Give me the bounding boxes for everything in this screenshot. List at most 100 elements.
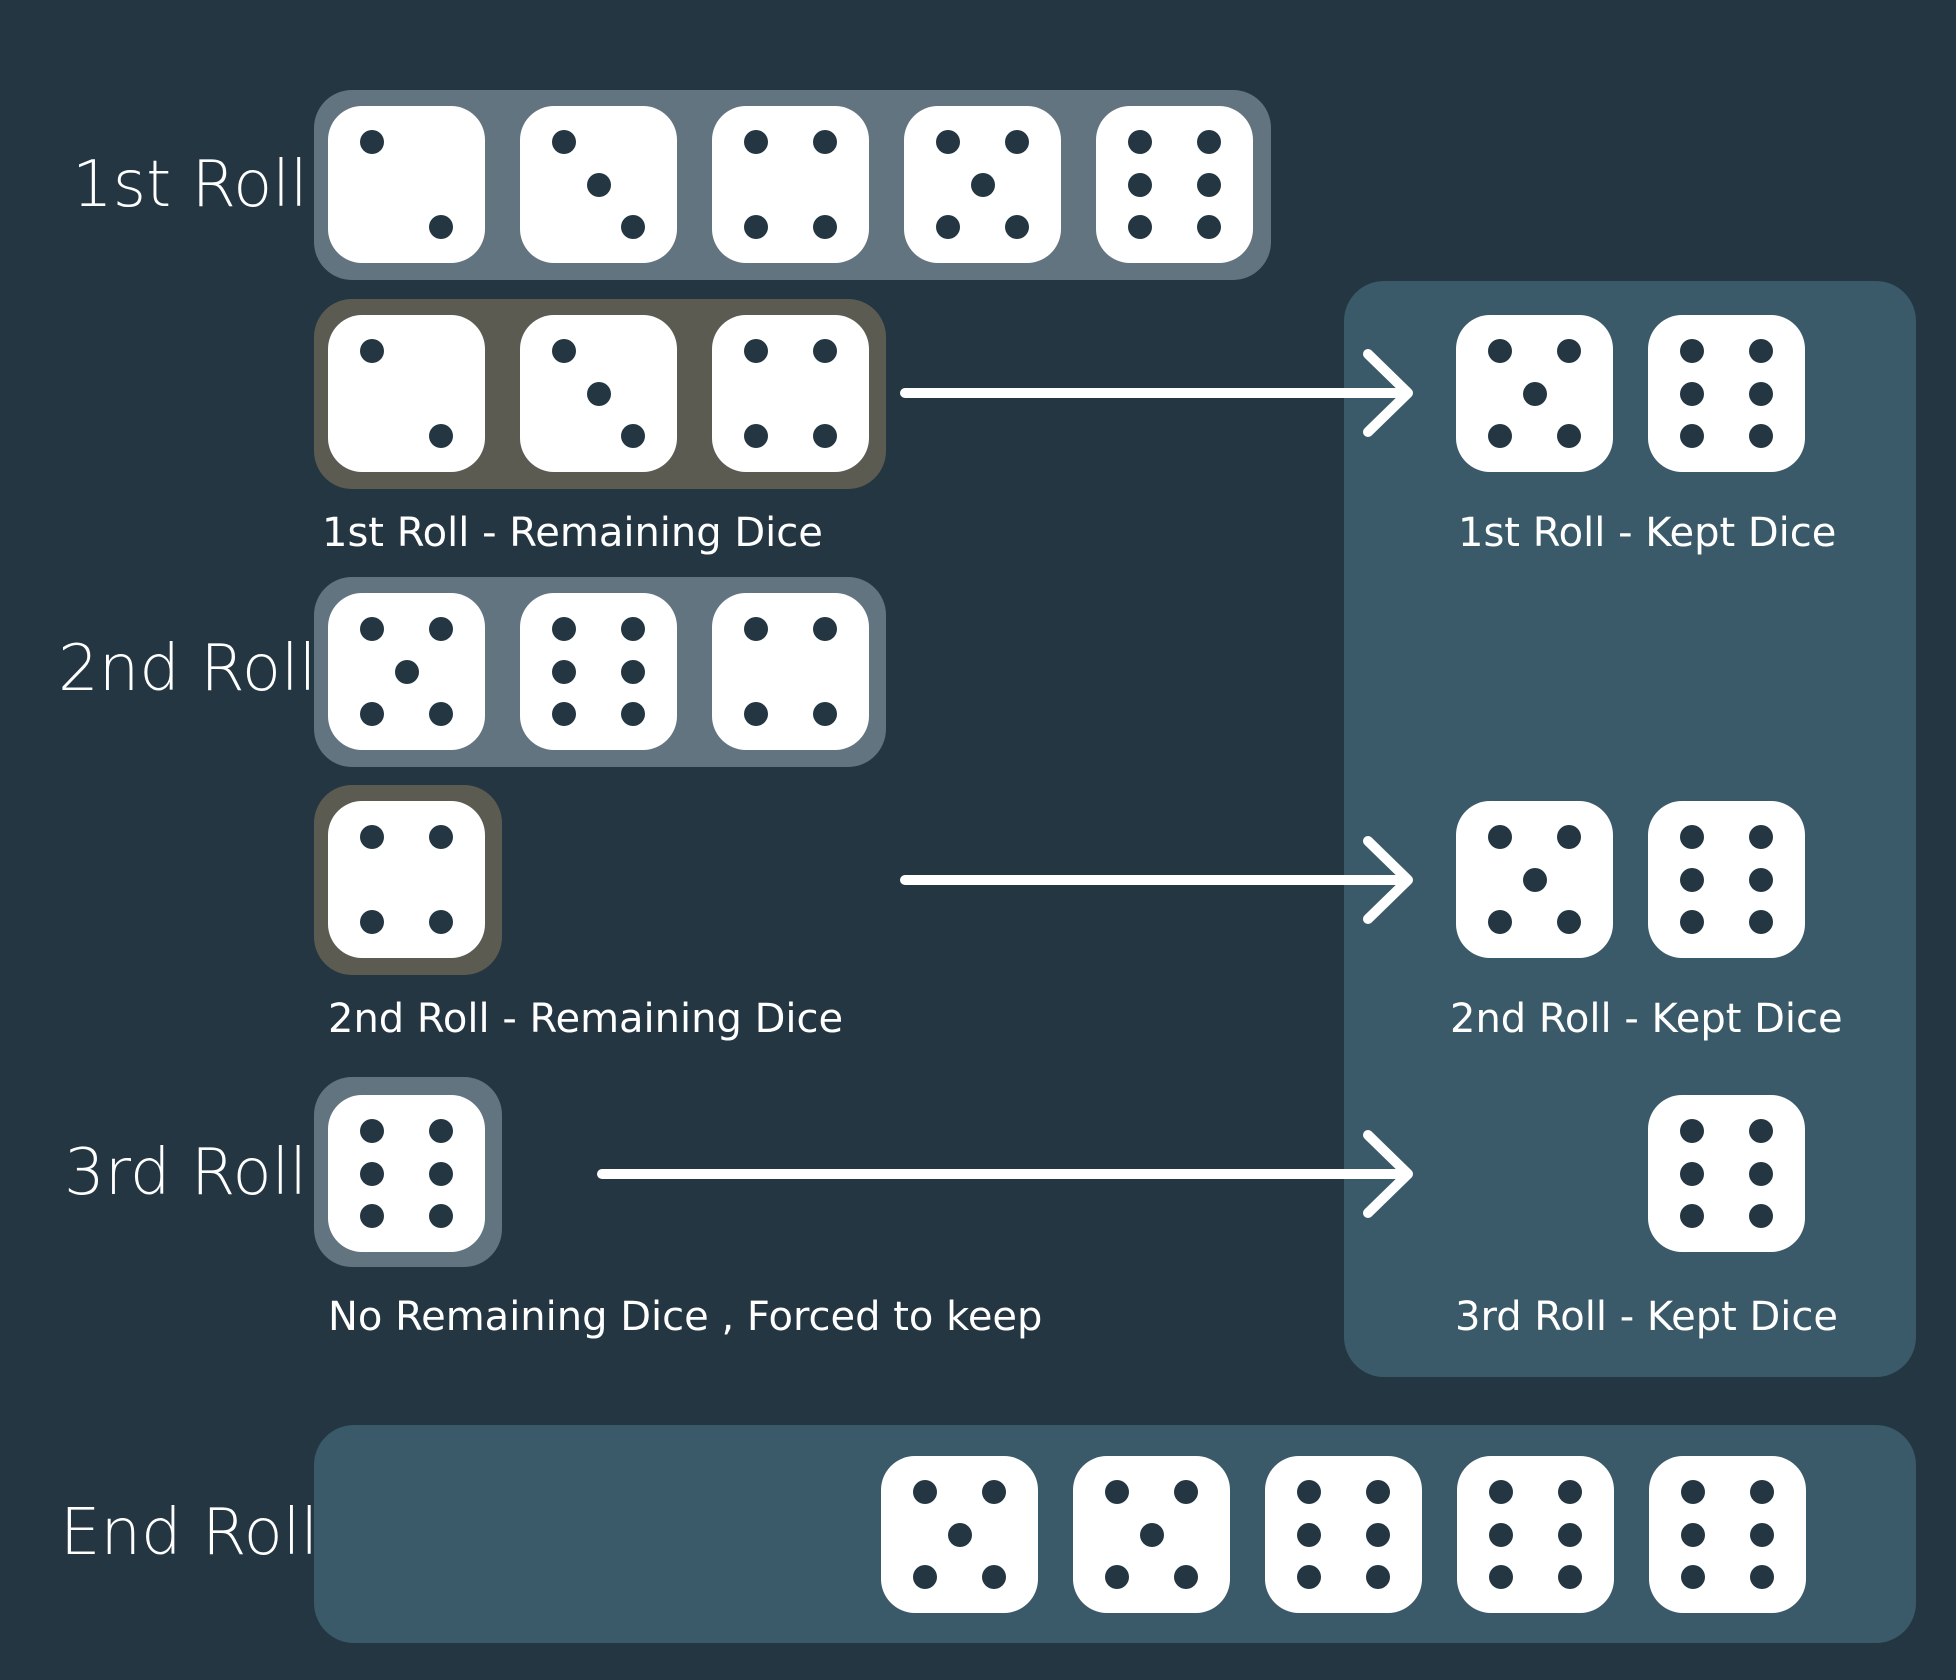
die-pip bbox=[1558, 1480, 1583, 1505]
caption-roll3-remaining: No Remaining Dice , Forced to keep bbox=[328, 1294, 1043, 1340]
die-face-4 bbox=[712, 315, 869, 472]
die-pip bbox=[429, 1119, 454, 1144]
die-pip bbox=[1366, 1480, 1391, 1505]
die-face-3 bbox=[520, 315, 677, 472]
die-pip bbox=[359, 825, 384, 850]
die-pip bbox=[1558, 1564, 1583, 1589]
die-pip bbox=[1679, 1161, 1704, 1186]
die-face-5 bbox=[904, 106, 1061, 263]
row-label-roll1: 1st Roll bbox=[72, 148, 308, 222]
die-face-4 bbox=[712, 593, 869, 750]
die-pip bbox=[1680, 1480, 1705, 1505]
die-face-5 bbox=[1456, 315, 1613, 472]
die-pip bbox=[551, 659, 576, 684]
die-pip bbox=[813, 339, 838, 364]
die-pip bbox=[1679, 1119, 1704, 1144]
die-pip bbox=[912, 1564, 937, 1589]
die-pip bbox=[1139, 1522, 1164, 1547]
die-pip bbox=[394, 659, 419, 684]
die-pip bbox=[1296, 1480, 1321, 1505]
die-face-4 bbox=[712, 106, 869, 263]
die-face-5 bbox=[328, 593, 485, 750]
die-pip bbox=[1679, 423, 1704, 448]
die-pip bbox=[1750, 1480, 1775, 1505]
die-pip bbox=[813, 214, 838, 239]
die-pip bbox=[429, 1203, 454, 1228]
die-pip bbox=[1749, 867, 1774, 892]
die-pip bbox=[586, 172, 611, 197]
die-pip bbox=[1680, 1522, 1705, 1547]
die-pip bbox=[970, 172, 995, 197]
die-face-3 bbox=[520, 106, 677, 263]
arrow-roll3-to-kept bbox=[597, 1130, 1413, 1218]
die-pip bbox=[359, 130, 384, 155]
die-pip bbox=[912, 1480, 937, 1505]
arrow-roll1-to-kept bbox=[900, 349, 1413, 437]
die-face-6 bbox=[1096, 106, 1253, 263]
die-pip bbox=[813, 423, 838, 448]
die-pip bbox=[1680, 1564, 1705, 1589]
die-face-6 bbox=[1648, 1095, 1805, 1252]
die-pip bbox=[1366, 1564, 1391, 1589]
die-pip bbox=[621, 423, 646, 448]
die-pip bbox=[621, 214, 646, 239]
die-pip bbox=[1679, 867, 1704, 892]
die-face-6 bbox=[520, 593, 677, 750]
die-pip bbox=[1749, 1161, 1774, 1186]
die-face-6 bbox=[1265, 1456, 1422, 1613]
die-pip bbox=[359, 617, 384, 642]
die-pip bbox=[1174, 1480, 1199, 1505]
die-pip bbox=[1127, 130, 1152, 155]
die-pip bbox=[935, 130, 960, 155]
die-pip bbox=[1679, 825, 1704, 850]
die-pip bbox=[1005, 214, 1030, 239]
die-pip bbox=[429, 617, 454, 642]
die-pip bbox=[1197, 214, 1222, 239]
caption-roll1-kept: 1st Roll - Kept Dice bbox=[1458, 510, 1837, 556]
die-pip bbox=[743, 701, 768, 726]
die-pip bbox=[1296, 1522, 1321, 1547]
die-pip bbox=[1749, 825, 1774, 850]
die-pip bbox=[1104, 1564, 1129, 1589]
die-pip bbox=[1487, 909, 1512, 934]
die-pip bbox=[1522, 381, 1547, 406]
die-pip bbox=[1557, 423, 1582, 448]
die-pip bbox=[1174, 1564, 1199, 1589]
die-pip bbox=[1679, 339, 1704, 364]
die-pip bbox=[1558, 1522, 1583, 1547]
die-pip bbox=[1488, 1564, 1513, 1589]
die-face-5 bbox=[1456, 801, 1613, 958]
die-face-2 bbox=[328, 315, 485, 472]
die-pip bbox=[551, 617, 576, 642]
die-pip bbox=[1749, 423, 1774, 448]
die-pip bbox=[359, 339, 384, 364]
die-pip bbox=[359, 1119, 384, 1144]
die-pip bbox=[982, 1480, 1007, 1505]
die-face-6 bbox=[1457, 1456, 1614, 1613]
die-face-5 bbox=[881, 1456, 1038, 1613]
die-pip bbox=[1005, 130, 1030, 155]
die-pip bbox=[1488, 1480, 1513, 1505]
die-face-6 bbox=[1648, 801, 1805, 958]
die-pip bbox=[1679, 909, 1704, 934]
die-pip bbox=[1522, 867, 1547, 892]
die-pip bbox=[1488, 1522, 1513, 1547]
die-face-4 bbox=[328, 801, 485, 958]
die-pip bbox=[743, 423, 768, 448]
die-pip bbox=[429, 909, 454, 934]
die-pip bbox=[359, 1203, 384, 1228]
die-pip bbox=[551, 339, 576, 364]
die-pip bbox=[551, 130, 576, 155]
row-label-end: End Roll bbox=[60, 1496, 319, 1570]
die-pip bbox=[947, 1522, 972, 1547]
row-label-roll2: 2nd Roll bbox=[58, 632, 317, 706]
die-pip bbox=[429, 1161, 454, 1186]
die-pip bbox=[1487, 825, 1512, 850]
die-pip bbox=[359, 909, 384, 934]
die-pip bbox=[359, 1161, 384, 1186]
die-pip bbox=[1749, 1203, 1774, 1228]
die-face-5 bbox=[1073, 1456, 1230, 1613]
die-pip bbox=[1487, 339, 1512, 364]
die-pip bbox=[1197, 172, 1222, 197]
